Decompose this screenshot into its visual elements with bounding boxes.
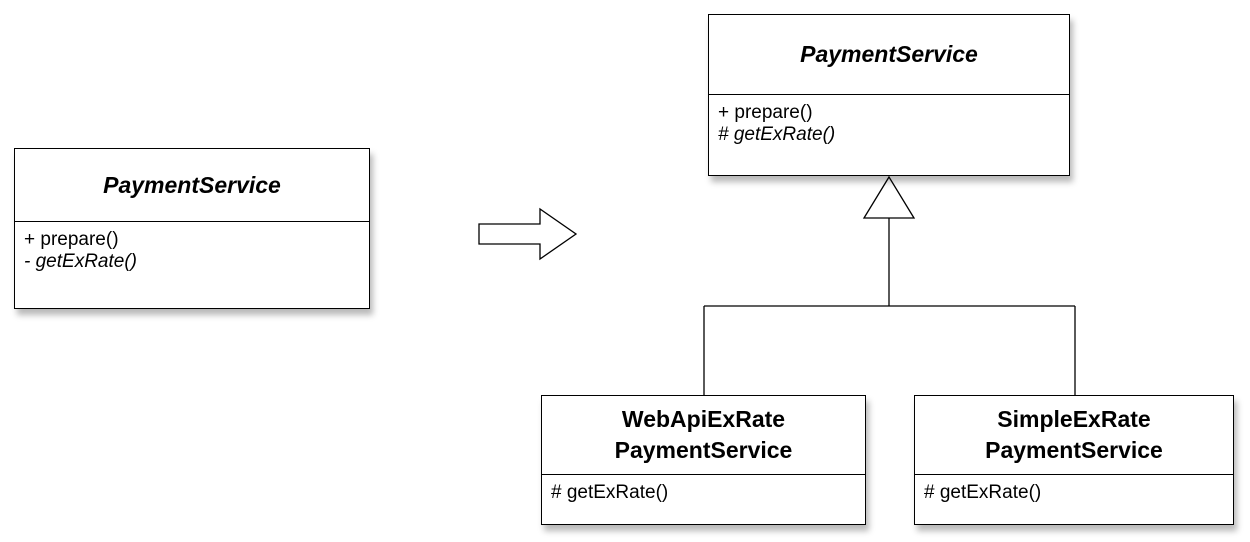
class-name: PaymentService	[15, 149, 369, 222]
class-name-line-2: PaymentService	[985, 437, 1163, 463]
operation-get-ex-rate: - getExRate()	[24, 251, 137, 272]
operations-compartment: + prepare() # getExRate()	[709, 95, 1069, 146]
class-name-line-1: WebApiExRate	[621, 406, 786, 432]
class-name: WebApiExRate PaymentService	[542, 396, 865, 475]
operation-get-ex-rate: # getExRate()	[551, 482, 669, 503]
payment-service-parent-class: PaymentService + prepare() # getExRate()	[708, 14, 1070, 176]
inheritance-connector	[703, 218, 1076, 395]
payment-service-class-before: PaymentService + prepare() - getExRate()	[14, 148, 370, 309]
class-name: PaymentService	[709, 15, 1069, 95]
operations-compartment: # getExRate()	[915, 475, 1233, 504]
operation-prepare: + prepare()	[718, 102, 813, 123]
class-name: SimpleExRate PaymentService	[915, 396, 1233, 475]
class-name-line-2: PaymentService	[614, 437, 793, 463]
operation-get-ex-rate: # getExRate()	[718, 124, 836, 145]
web-api-ex-rate-payment-service-class: WebApiExRate PaymentService # getExRate(…	[541, 395, 866, 525]
generalization-triangle-icon	[862, 175, 916, 219]
operation-get-ex-rate: # getExRate()	[924, 482, 1042, 503]
class-name-text: PaymentService	[103, 171, 281, 198]
operation-prepare: + prepare()	[24, 229, 119, 250]
operations-compartment: + prepare() - getExRate()	[15, 222, 369, 273]
class-name-line-1: SimpleExRate	[997, 406, 1151, 432]
hollow-right-arrow-icon	[478, 207, 578, 261]
class-name-text: PaymentService	[800, 41, 978, 67]
simple-ex-rate-payment-service-class: SimpleExRate PaymentService # getExRate(…	[914, 395, 1234, 525]
operations-compartment: # getExRate()	[542, 475, 865, 504]
